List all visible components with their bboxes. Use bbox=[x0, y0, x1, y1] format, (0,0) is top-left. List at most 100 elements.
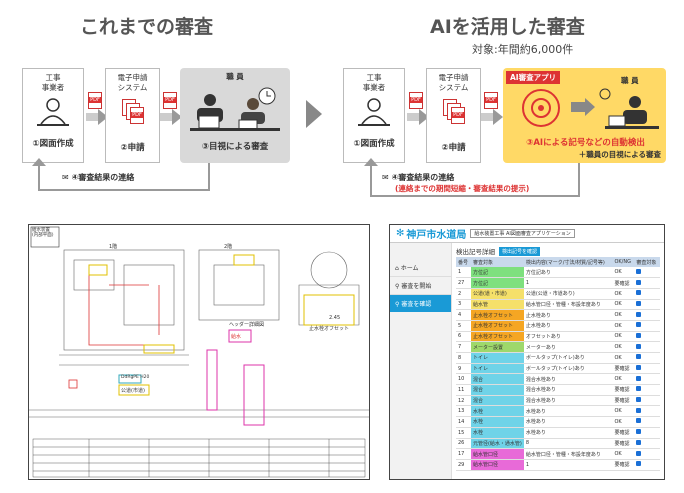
checkbox-icon[interactable] bbox=[636, 332, 642, 338]
checkbox-icon[interactable] bbox=[636, 268, 642, 274]
row-target: 混合 bbox=[470, 395, 524, 407]
row-ok: 要確認 bbox=[612, 438, 635, 450]
checkbox-icon[interactable] bbox=[636, 300, 642, 306]
checkbox-icon[interactable] bbox=[636, 375, 642, 381]
table-row[interactable]: 4 止水栓オフセット 止水栓あり OK bbox=[456, 309, 660, 321]
person-desk-icon bbox=[358, 98, 390, 126]
row-target: 水栓 bbox=[470, 405, 524, 418]
col-ok: OK/NG bbox=[612, 257, 635, 267]
row-detail: 水栓あり bbox=[523, 405, 613, 418]
table-row[interactable]: 9 トイレ ボールタップ(トイレ)あり 要確認 bbox=[456, 363, 660, 375]
flow-arrow-body bbox=[86, 113, 98, 121]
checkbox-icon[interactable] bbox=[636, 290, 642, 296]
table-row[interactable]: 8 トイレ ボールタップ(トイレ)あり OK bbox=[456, 352, 660, 364]
table-row[interactable]: 10 混合 混合水栓あり OK bbox=[456, 373, 660, 386]
checkbox-icon[interactable] bbox=[636, 429, 642, 435]
drawing-canvas bbox=[29, 226, 369, 478]
row-detail: 水栓あり bbox=[523, 416, 613, 428]
checkbox-icon[interactable] bbox=[636, 365, 642, 371]
checkbox-icon[interactable] bbox=[636, 450, 642, 456]
row-checkbox[interactable] bbox=[634, 427, 660, 439]
drawing-title: 給水装置 (内部平面) bbox=[32, 228, 54, 238]
row-no: 9 bbox=[456, 363, 471, 375]
checkbox-icon[interactable] bbox=[636, 439, 642, 445]
checkbox-icon[interactable] bbox=[636, 322, 642, 328]
row-no: 1 bbox=[456, 267, 471, 279]
row-checkbox[interactable] bbox=[634, 267, 660, 279]
flow-arrow-head bbox=[172, 109, 182, 125]
app-sidebar: ⌂ ホーム ⚲ 審査を開始 ⚲ 審査を確認 bbox=[390, 243, 452, 479]
row-checkbox[interactable] bbox=[634, 309, 660, 321]
table-header: 番号 審査対象 検出内容(マーク/寸法/材質/記号等) OK/NG 審査対象 bbox=[456, 257, 660, 267]
checkbox-icon[interactable] bbox=[636, 407, 642, 413]
pipe-label: DdRgPE H20 bbox=[121, 375, 150, 380]
table-row[interactable]: 6 止水栓オフセット オフセットあり OK bbox=[456, 331, 660, 343]
row-checkbox[interactable] bbox=[634, 320, 660, 332]
tab-button[interactable]: 検出記号を確認 bbox=[499, 246, 541, 256]
checkbox-icon[interactable] bbox=[636, 418, 642, 424]
table-row[interactable]: 14 水栓 水栓あり OK bbox=[456, 416, 660, 428]
row-checkbox[interactable] bbox=[634, 416, 660, 428]
row-checkbox[interactable] bbox=[634, 384, 660, 396]
checkbox-icon[interactable] bbox=[636, 343, 642, 349]
flow-arrow-body bbox=[160, 113, 172, 121]
pdf-stack-icon: PDF bbox=[106, 93, 159, 133]
table-row[interactable]: 7 メーター設置 メーターあり OK bbox=[456, 341, 660, 353]
tab-title: 検出記号詳細 bbox=[456, 248, 495, 256]
row-detail: 止水栓あり bbox=[523, 320, 613, 332]
row-ok: OK bbox=[612, 405, 635, 418]
row-checkbox[interactable] bbox=[634, 459, 660, 471]
table-row[interactable]: 1 方位記 方位記あり OK bbox=[456, 267, 660, 279]
table-row[interactable]: 2 公道(道・市道) 公道(公道・市道あり) OK bbox=[456, 288, 660, 300]
row-checkbox[interactable] bbox=[634, 299, 660, 311]
right-step3: ③AIによる記号などの自動検出 bbox=[526, 138, 645, 148]
flow-arrow-head bbox=[419, 109, 429, 125]
row-checkbox[interactable] bbox=[634, 373, 660, 386]
water-label: 給水 bbox=[231, 334, 242, 340]
row-no: 5 bbox=[456, 320, 471, 332]
row-checkbox[interactable] bbox=[634, 363, 660, 375]
table-row[interactable]: 13 水栓 水栓あり OK bbox=[456, 405, 660, 418]
flow-arrow-head bbox=[98, 109, 108, 125]
table-row[interactable]: 5 止水栓オフセット 止水栓あり OK bbox=[456, 320, 660, 332]
table-row[interactable]: 15 水栓 水栓あり 要確認 bbox=[456, 427, 660, 439]
checkbox-icon[interactable] bbox=[636, 386, 642, 392]
row-checkbox[interactable] bbox=[634, 395, 660, 407]
staff-label: 職 員 bbox=[621, 76, 639, 85]
checkbox-icon[interactable] bbox=[636, 311, 642, 317]
row-target: 混合 bbox=[470, 373, 524, 386]
row-detail: ボールタップ(トイレ)あり bbox=[523, 363, 613, 375]
row-checkbox[interactable] bbox=[634, 277, 660, 289]
row-checkbox[interactable] bbox=[634, 331, 660, 343]
row-checkbox[interactable] bbox=[634, 438, 660, 450]
row-ok: OK bbox=[612, 267, 635, 279]
checkbox-icon[interactable] bbox=[636, 279, 642, 285]
pdf-icon: PDF bbox=[409, 92, 423, 109]
table-row[interactable]: 11 混合 混合水栓あり 要確認 bbox=[456, 384, 660, 396]
road-label: 公道(市道) bbox=[121, 388, 145, 394]
checkbox-icon[interactable] bbox=[636, 397, 642, 403]
table-row[interactable]: 27 方位記 1 要確認 bbox=[456, 277, 660, 289]
row-target: 止水栓オフセット bbox=[470, 331, 524, 343]
table-row[interactable]: 26 元管径(給水・通水管) 8 要確認 bbox=[456, 438, 660, 450]
row-checkbox[interactable] bbox=[634, 352, 660, 364]
nav-check-review[interactable]: ⚲ 審査を確認 bbox=[390, 295, 451, 312]
table-row[interactable]: 17 給水管口径 給水管口径・管種・布設年度あり OK bbox=[456, 448, 660, 460]
row-no: 29 bbox=[456, 459, 471, 471]
checkbox-icon[interactable] bbox=[636, 354, 642, 360]
row-checkbox[interactable] bbox=[634, 448, 660, 460]
table-row[interactable]: 29 給水管口径 1 要確認 bbox=[456, 459, 660, 471]
row-checkbox[interactable] bbox=[634, 341, 660, 353]
checkbox-icon[interactable] bbox=[636, 461, 642, 467]
nav-home[interactable]: ⌂ ホーム bbox=[390, 259, 451, 277]
row-ok: OK bbox=[612, 352, 635, 364]
snowflake-icon: ✻ bbox=[396, 228, 405, 239]
row-checkbox[interactable] bbox=[634, 288, 660, 300]
table-row[interactable]: 3 給水管 給水管口径・管種・布設年度あり OK bbox=[456, 299, 660, 311]
row-checkbox[interactable] bbox=[634, 405, 660, 418]
table-row[interactable]: 12 混合 混合水栓あり 要確認 bbox=[456, 395, 660, 407]
row-target: 止水栓オフセット bbox=[470, 309, 524, 321]
col-no: 番号 bbox=[456, 257, 471, 267]
row-target: 混合 bbox=[470, 384, 524, 396]
nav-start-review[interactable]: ⚲ 審査を開始 bbox=[390, 277, 451, 295]
